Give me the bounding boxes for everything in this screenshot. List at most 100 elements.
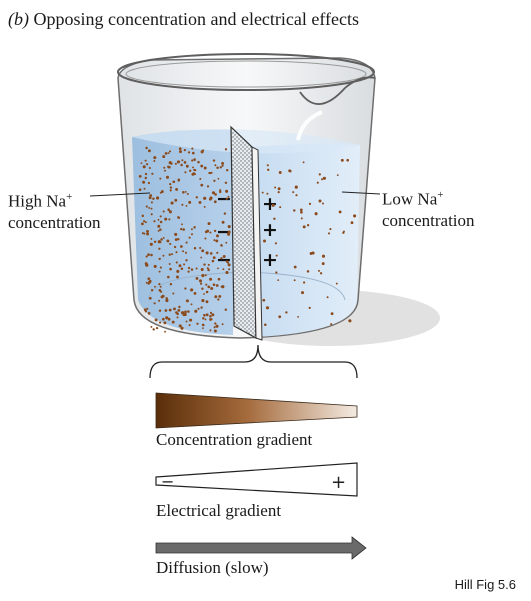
sodium-ion-dot — [161, 294, 165, 298]
sodium-ion-dot — [150, 201, 153, 204]
sodium-ion-dot — [295, 194, 298, 197]
sodium-ion-dot — [197, 160, 200, 164]
sodium-ion-dot — [146, 229, 149, 233]
high-na-concentration: concentration — [8, 212, 101, 232]
low-na-concentration: concentration — [382, 210, 475, 230]
sodium-ion-dot — [160, 238, 163, 241]
sodium-ion-dot — [266, 192, 269, 195]
sodium-ion-dot — [222, 255, 226, 258]
sodium-ion-dot — [201, 249, 205, 253]
sodium-ion-dot — [207, 222, 211, 226]
sodium-ion-dot — [213, 326, 216, 329]
sodium-ion-dot — [170, 201, 174, 205]
sodium-ion-dot — [277, 191, 280, 194]
sodium-ion-dot — [185, 320, 188, 323]
sodium-ion-dot — [227, 263, 231, 267]
sodium-ion-dot — [158, 288, 162, 292]
left-leader-line — [89, 192, 151, 197]
electrical-gradient-bar — [155, 462, 358, 497]
sodium-ion-dot — [162, 155, 166, 159]
sodium-ion-dot — [209, 318, 212, 321]
right-leader-line — [341, 191, 381, 195]
water-left-compartment — [132, 129, 233, 335]
sodium-ion-dot — [204, 274, 207, 277]
sodium-ion-dot — [195, 267, 198, 270]
sodium-ion-dot — [147, 277, 151, 281]
sodium-ion-dot — [198, 279, 203, 283]
sodium-ion-dot — [150, 253, 153, 257]
sodium-ion-dot — [200, 282, 203, 285]
sodium-ion-dot — [224, 148, 228, 151]
pos-charge-2: + — [262, 219, 278, 241]
high-na-label: High Na+ concentration — [8, 187, 101, 233]
sodium-ion-dot — [191, 159, 194, 162]
sodium-ion-dot — [157, 229, 160, 232]
sodium-ion-dot — [186, 193, 189, 195]
sodium-ion-dot — [225, 241, 228, 244]
sodium-ion-dot — [148, 166, 151, 170]
sodium-ion-dot — [187, 266, 191, 270]
sodium-ion-dot — [145, 255, 148, 258]
sodium-ion-dot — [158, 257, 161, 261]
sodium-ion-dot — [205, 290, 209, 294]
sodium-ion-dot — [201, 274, 205, 278]
sodium-ion-dot — [168, 218, 171, 221]
sodium-ion-dot — [338, 210, 342, 214]
sodium-ion-dot — [158, 282, 161, 286]
sodium-ion-dot — [336, 174, 339, 177]
water-surface — [132, 129, 362, 154]
sodium-ion-dot — [155, 326, 159, 330]
sodium-ion-dot — [302, 161, 305, 164]
sodium-ion-dot — [189, 169, 192, 172]
low-na-text: Low Na — [382, 189, 438, 209]
sodium-ion-dot — [205, 283, 208, 286]
sodium-ion-dot — [146, 307, 149, 310]
sodium-ion-dot — [308, 306, 311, 310]
sodium-ion-dot — [203, 196, 207, 200]
sodium-ion-dot — [293, 265, 297, 269]
sodium-ion-dot — [174, 238, 178, 241]
sodium-ion-dot — [222, 268, 225, 271]
sodium-ion-dot — [180, 326, 184, 330]
sodium-ion-dot — [149, 242, 153, 246]
sodium-ion-dot — [330, 312, 334, 316]
sodium-ion-dot — [145, 205, 148, 208]
sodium-ion-dot — [187, 310, 190, 313]
sodium-ion-dot — [152, 197, 155, 200]
sodium-ion-dot — [162, 210, 165, 213]
sodium-ion-dot — [210, 171, 213, 174]
sodium-ion-dot — [177, 237, 180, 241]
sodium-ion-dot — [159, 191, 162, 194]
sodium-ion-dot — [211, 259, 215, 263]
sodium-ion-dot — [205, 251, 209, 255]
sodium-ion-dot — [218, 190, 222, 194]
sodium-ion-dot — [167, 317, 171, 321]
sodium-ion-dot — [161, 317, 165, 321]
sodium-ion-dot — [217, 177, 220, 180]
sodium-ion-dot — [144, 176, 148, 180]
sodium-ion-dot — [225, 168, 229, 172]
sodium-ion-dot — [159, 321, 162, 324]
sodium-ion-dot — [220, 285, 223, 288]
sodium-ion-dot — [200, 306, 203, 309]
sodium-ion-dot — [167, 152, 170, 155]
sodium-ion-dot — [141, 214, 145, 218]
sodium-ion-dot — [153, 240, 157, 243]
sodium-ion-dot — [158, 270, 161, 273]
sodium-ion-dot — [211, 191, 216, 195]
sodium-ion-dot — [278, 315, 282, 319]
sodium-ion-dot — [321, 262, 325, 266]
sodium-ion-dot — [150, 207, 153, 210]
sodium-ion-dot — [192, 166, 194, 169]
sodium-ion-dot — [180, 267, 184, 270]
sodium-ion-dot — [146, 232, 150, 236]
sodium-ion-dot — [219, 189, 222, 192]
sodium-ion-dot — [180, 227, 183, 231]
sodium-ion-dot — [193, 168, 197, 172]
sodium-ion-dot — [183, 263, 186, 266]
sodium-ion-dot — [263, 239, 266, 243]
sodium-ion-dot — [178, 324, 182, 328]
sodium-ion-dot — [177, 179, 180, 182]
sodium-ion-dot — [151, 172, 154, 175]
sodium-ion-dot — [153, 159, 156, 163]
